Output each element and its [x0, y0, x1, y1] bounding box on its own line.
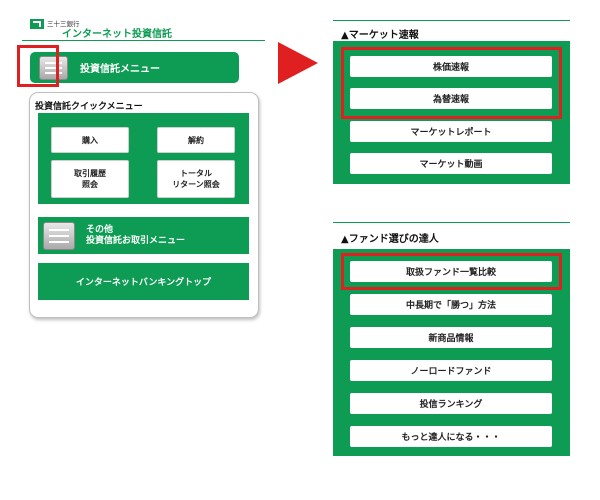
header-divider	[22, 40, 265, 41]
purchase-button[interactable]: 購入	[51, 127, 129, 153]
fund-menu-button[interactable]: 投資信託メニュー	[30, 52, 239, 83]
market-panel-body: 株価速報 為替速報 マーケットレポート マーケット動画	[333, 41, 570, 184]
other-menu-label: その他 投資信託お取引メニュー	[86, 224, 186, 246]
other-fund-menu-button[interactable]: その他 投資信託お取引メニュー	[38, 217, 249, 254]
market-panel-heading: ▲マーケット速報	[341, 30, 419, 41]
redemption-button[interactable]: 解約	[157, 127, 235, 153]
right-arrow-icon	[278, 42, 318, 84]
fund-expert-panel: ▲ファンド選びの達人 取扱ファンド一覧比較 中長期で「勝つ」方法 新商品情報 ノ…	[333, 222, 570, 456]
quick-menu-grid: 購入 解約 取引履歴 照会 トータル リターン照会	[38, 113, 249, 204]
new-products-button[interactable]: 新商品情報	[350, 327, 552, 348]
hamburger-menu-icon	[43, 221, 75, 250]
quick-menu-card: 投資信託クイックメニュー 購入 解約 取引履歴 照会 トータル リターン照会 そ…	[29, 92, 259, 318]
mobile-menu-screen: 三十三銀行 インターネット投資信託 投資信託メニュー 投資信託クイックメニュー …	[17, 12, 267, 322]
fund-panel-heading: ▲ファンド選びの達人	[341, 234, 439, 245]
exchange-rate-button[interactable]: 為替速報	[350, 88, 552, 109]
panel-divider	[333, 20, 570, 21]
market-highlight-box	[341, 47, 562, 119]
quick-menu-title: 投資信託クイックメニュー	[35, 102, 143, 112]
bank-name: 三十三銀行	[47, 20, 80, 28]
brand-header: 三十三銀行	[30, 16, 80, 38]
fund-highlight-box	[341, 253, 562, 290]
no-load-fund-button[interactable]: ノーロードファンド	[350, 360, 552, 381]
fund-menu-label: 投資信託メニュー	[80, 64, 160, 75]
total-return-button[interactable]: トータル リターン照会	[157, 160, 235, 198]
site-title: インターネット投資信託	[62, 29, 172, 40]
transaction-history-button[interactable]: 取引履歴 照会	[51, 160, 129, 198]
menu-icon-highlight	[17, 45, 59, 87]
market-video-button[interactable]: マーケット動画	[350, 153, 552, 174]
internet-banking-top-button[interactable]: インターネットバンキングトップ	[38, 263, 249, 300]
hamburger-menu-icon[interactable]	[39, 55, 68, 80]
market-report-button[interactable]: マーケットレポート	[350, 121, 552, 142]
bank-logo-icon	[30, 19, 44, 29]
panel-divider	[333, 222, 570, 223]
long-term-method-button[interactable]: 中長期で「勝つ」方法	[350, 294, 552, 315]
fund-panel-body: 取扱ファンド一覧比較 中長期で「勝つ」方法 新商品情報 ノーロードファンド 投信…	[333, 249, 570, 456]
stock-price-button[interactable]: 株価速報	[350, 56, 552, 77]
fund-comparison-button[interactable]: 取扱ファンド一覧比較	[350, 261, 552, 282]
fund-ranking-button[interactable]: 投信ランキング	[350, 393, 552, 414]
market-news-panel: ▲マーケット速報 株価速報 為替速報 マーケットレポート マーケット動画	[333, 20, 570, 184]
more-expert-button[interactable]: もっと達人になる・・・	[350, 426, 552, 447]
